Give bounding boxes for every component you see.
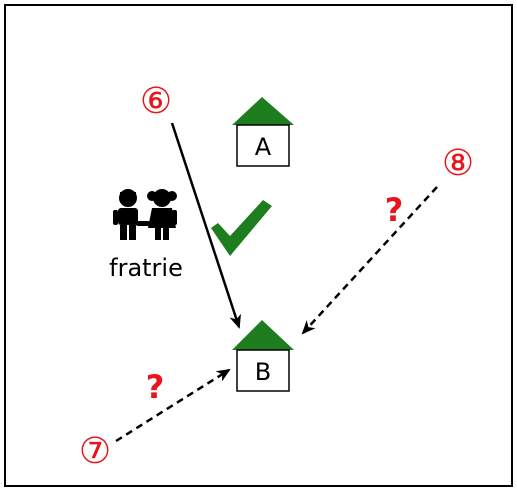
marker-8: ⑧ <box>442 143 474 184</box>
marker-7: ⑦ <box>79 431 111 472</box>
diagram-frame <box>4 4 513 487</box>
arrow-7-to-b <box>115 368 231 443</box>
question-mark-upper: ? <box>385 191 404 229</box>
siblings-label: fratrie <box>109 254 183 282</box>
house-b: B <box>232 320 294 392</box>
house-a-label: A <box>255 133 272 161</box>
siblings-icon <box>113 189 177 240</box>
house-b-roof <box>232 320 294 350</box>
house-a-roof <box>232 97 294 125</box>
house-b-body <box>236 349 290 392</box>
house-a-body <box>236 124 290 167</box>
question-mark-lower: ? <box>146 368 165 406</box>
marker-6: ⑥ <box>140 81 172 122</box>
house-b-label: B <box>255 358 271 386</box>
arrow-6-to-b <box>170 122 241 329</box>
house-a: A <box>232 97 294 167</box>
checkmark-icon <box>211 200 272 256</box>
arrow-8-to-b <box>301 186 438 335</box>
